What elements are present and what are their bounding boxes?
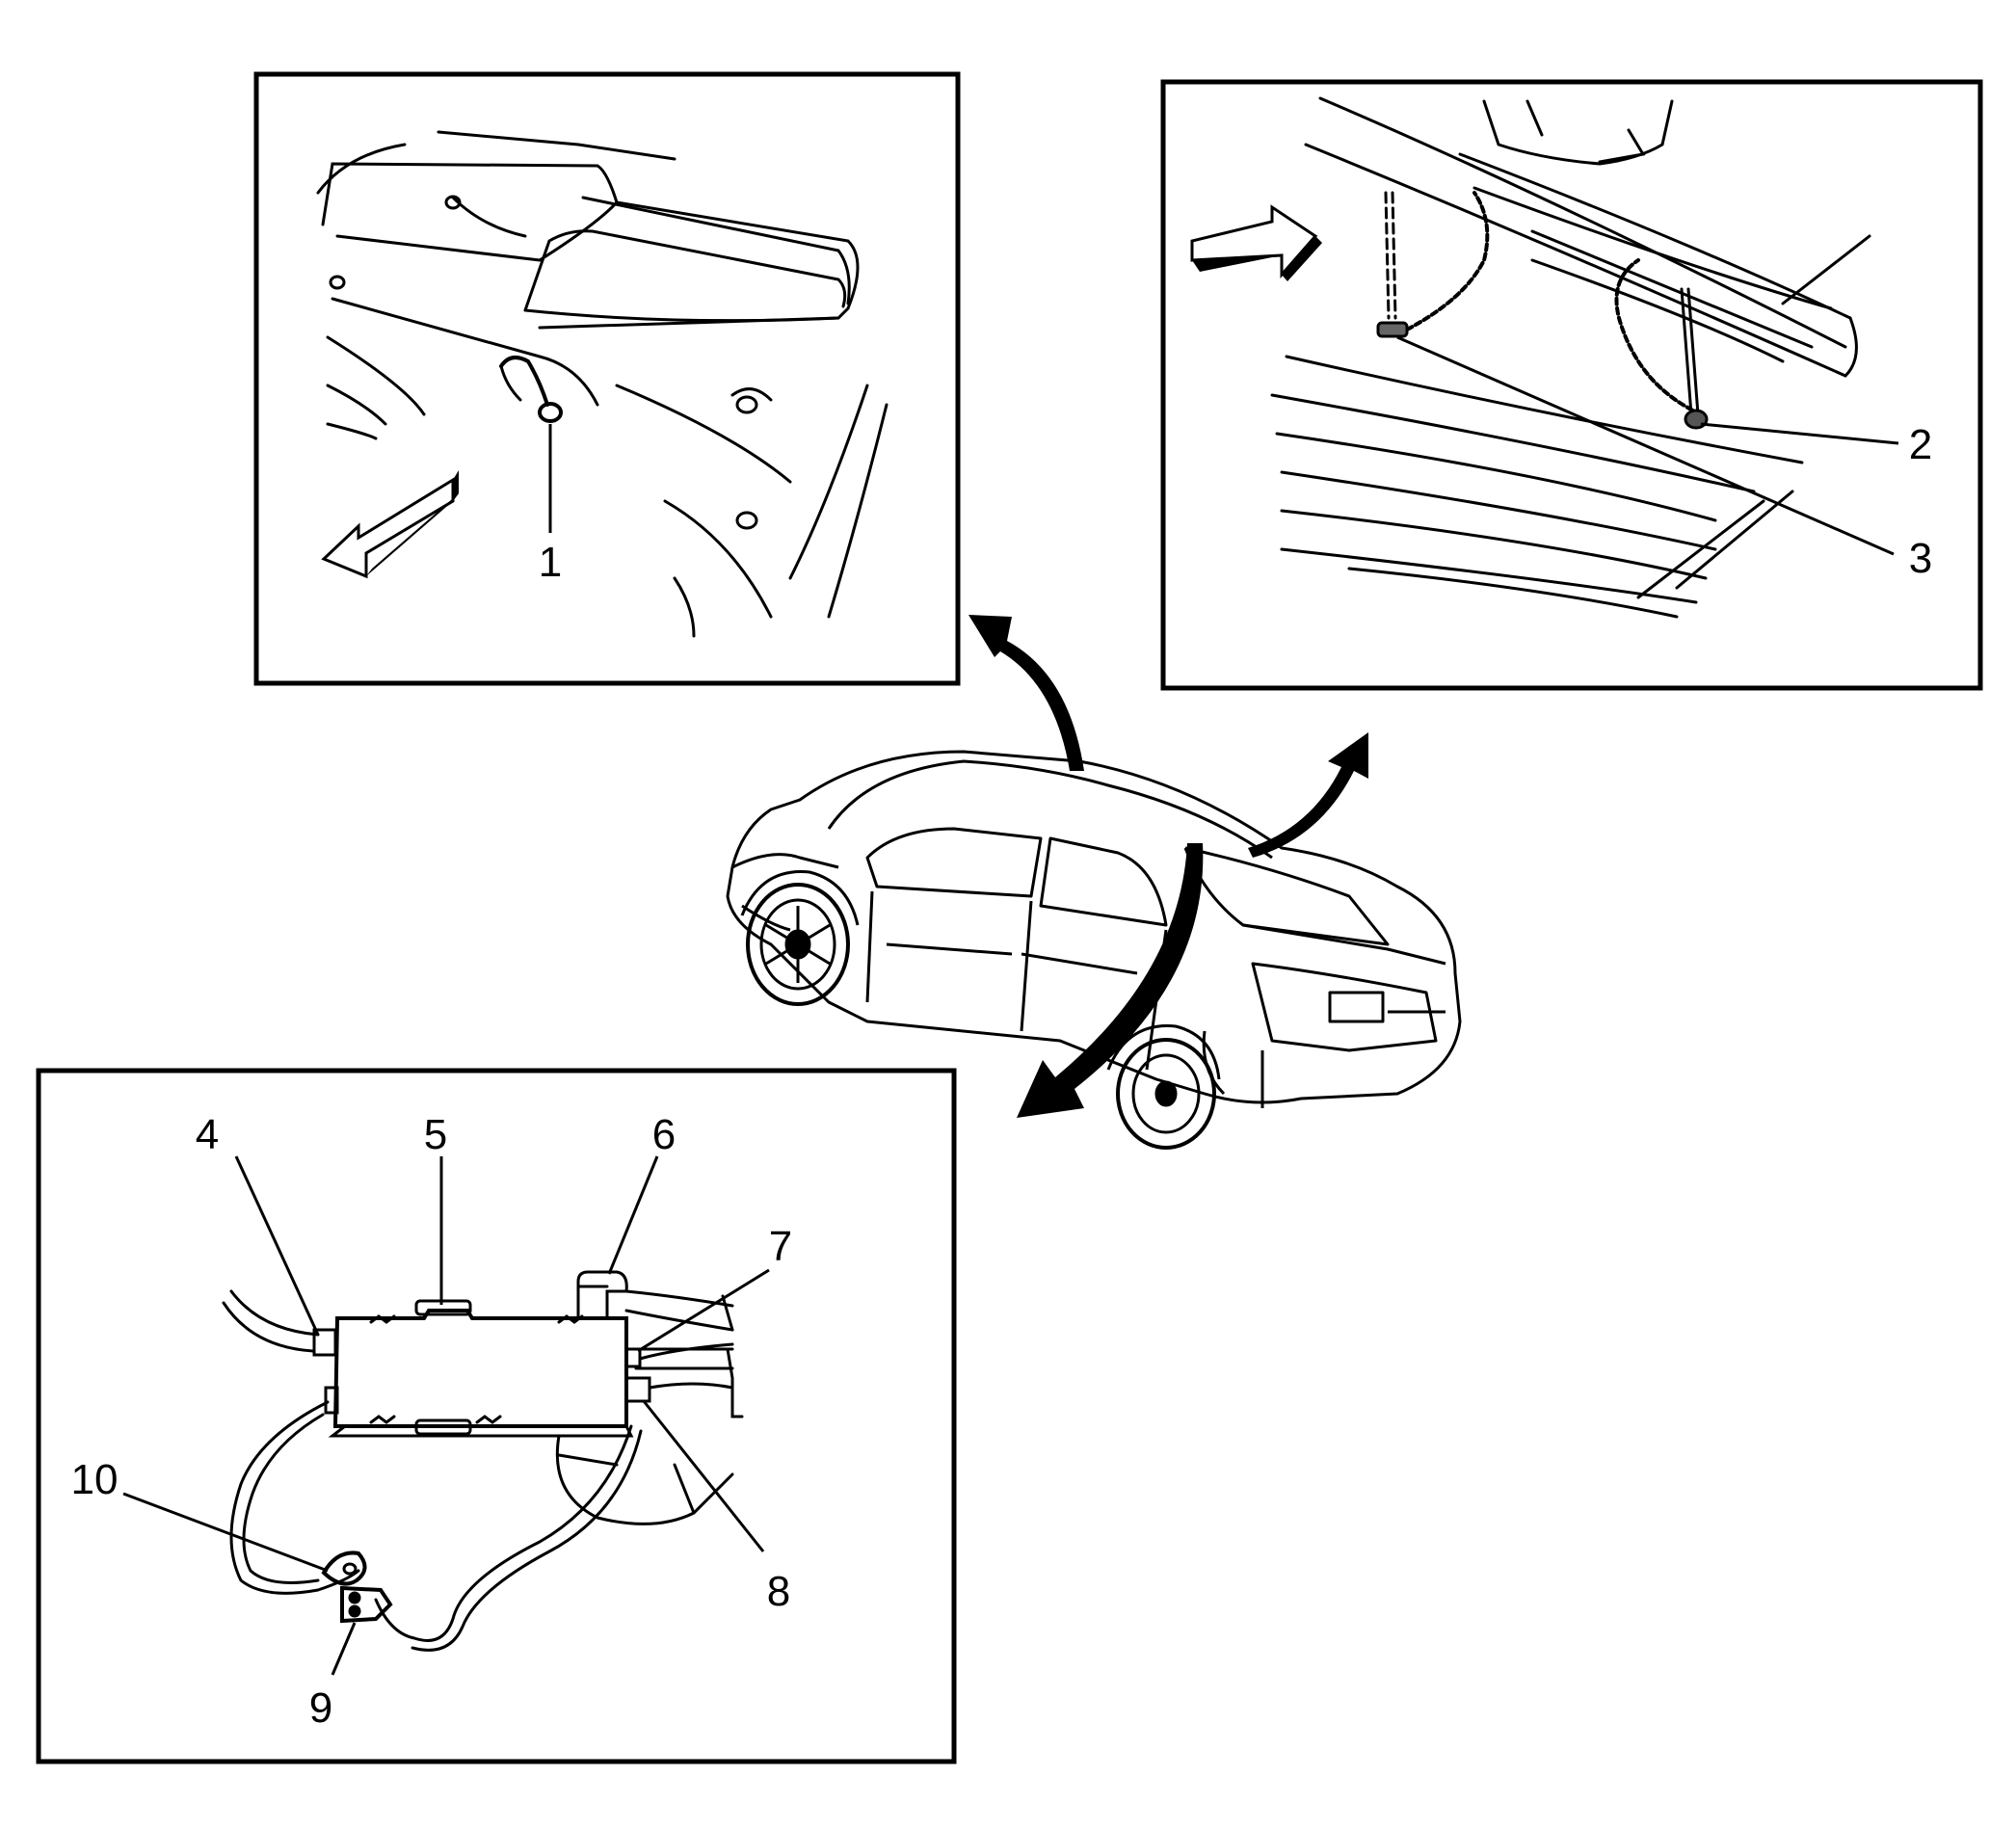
pointer-arrow-to-inset-1 [968, 615, 1084, 771]
callout-9: 9 [309, 1684, 332, 1732]
inset-frame-1 [253, 71, 961, 686]
inset-top-left: 1 [253, 71, 961, 686]
callout-2: 2 [1909, 421, 1932, 468]
callout-8: 8 [767, 1568, 790, 1615]
direction-arrow-rearward [1190, 204, 1322, 281]
direction-arrow-forward [321, 470, 459, 579]
leader-line-9 [331, 1622, 357, 1676]
leader-line-4 [234, 1155, 320, 1336]
leader-line-3 [1396, 335, 1895, 556]
callout-10: 10 [71, 1456, 119, 1503]
inset-frame-2 [1160, 79, 1983, 691]
pointer-arrow-to-inset-2 [1248, 732, 1368, 858]
headliner-drawing [316, 130, 889, 638]
pointer-arrows [968, 615, 1368, 1118]
inset-bottom-left: 4 5 6 7 8 9 10 [36, 1068, 957, 1764]
rear-window-drawing [1270, 96, 1871, 619]
callout-1: 1 [539, 539, 562, 586]
inset-top-right: 2 3 [1160, 79, 1983, 691]
leader-line-2 [1700, 422, 1899, 445]
inset-frame-3 [36, 1068, 957, 1764]
callout-3: 3 [1909, 535, 1932, 582]
module-drawing [222, 1270, 744, 1652]
leader-line-7 [637, 1268, 770, 1353]
leader-line-8 [642, 1400, 765, 1552]
leader-line-6 [607, 1155, 659, 1275]
pointer-arrow-to-inset-3 [1017, 843, 1204, 1118]
callout-7: 7 [769, 1223, 792, 1270]
leader-line-10 [122, 1492, 329, 1573]
callout-4: 4 [196, 1111, 219, 1158]
callout-6: 6 [652, 1111, 676, 1158]
callout-5: 5 [424, 1111, 447, 1158]
